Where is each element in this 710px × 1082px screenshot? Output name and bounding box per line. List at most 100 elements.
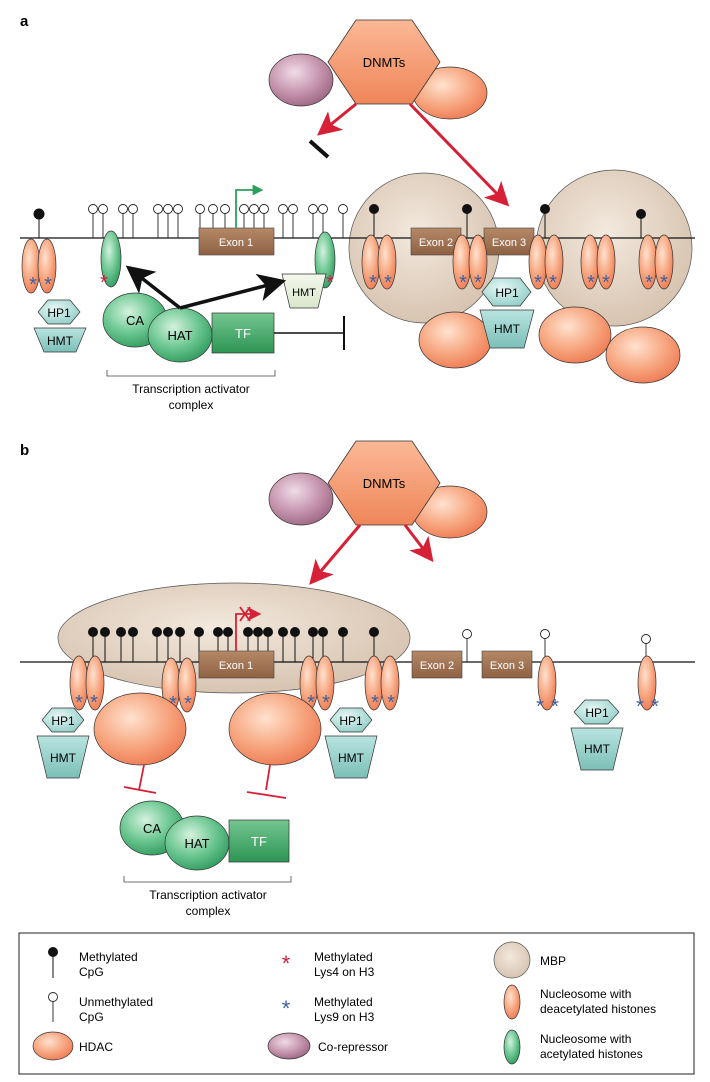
hmt-label-b-2: HMT — [338, 751, 365, 765]
svg-text:*: * — [307, 692, 315, 714]
hdac-a-3 — [605, 326, 681, 384]
hp1-label-b-2: HP1 — [339, 714, 363, 728]
exon1-label-a: Exon 1 — [219, 237, 253, 249]
complex-bracket-b — [123, 876, 292, 883]
legend-methylated-line1: Methylated — [79, 950, 138, 964]
hmt-pale-label-a: HMT — [292, 287, 316, 299]
svg-text:*: * — [90, 692, 98, 714]
svg-text:*: * — [549, 272, 557, 294]
hmt-pale-a: HMT — [281, 273, 327, 309]
legend-lys9: * Methylated Lys9 on H3 — [282, 995, 375, 1024]
lys9-asterisk-icon: * — [282, 996, 291, 1021]
transcription-start-arrow-a — [235, 184, 264, 228]
transcription-activator-complex-a: CA HAT TF — [102, 292, 275, 363]
svg-text:*: * — [645, 272, 653, 294]
hmt-label-a-2: HMT — [494, 322, 521, 336]
legend-nuc-ac-line2: acetylated histones — [540, 1047, 643, 1061]
legend-nuc-deacetylated: Nucleosome with deacetylated histones — [503, 984, 656, 1020]
hmt-label-a-1: HMT — [47, 334, 74, 348]
hdac-b-2 — [228, 692, 322, 766]
hp1-label-a-1: HP1 — [47, 306, 71, 320]
exon1-a: Exon 1 — [198, 227, 275, 256]
block-x-b — [239, 606, 251, 622]
svg-text:*: * — [322, 692, 330, 714]
hp1-hmt-b-3: HP1 HMT — [570, 699, 624, 771]
mbp-icon — [493, 941, 531, 979]
dnmt-complex-a: DNMTs — [268, 19, 488, 120]
exon2-a: Exon 2 — [410, 227, 462, 256]
legend-mbp-label: MBP — [540, 954, 566, 968]
legend-nuc-deac-line2: deacetylated histones — [540, 1002, 656, 1016]
nucleosome-deacetylated-a-2: * * — [361, 234, 397, 294]
dnmt-label-a: DNMTs — [363, 55, 406, 70]
panel-a: a DNMTs — [20, 13, 695, 412]
dnmt-arrow-left-a — [317, 102, 357, 136]
svg-text:*: * — [636, 696, 644, 718]
legend-box — [18, 932, 695, 1075]
dnmt-arrow-right-a — [408, 102, 510, 207]
svg-text:*: * — [551, 696, 559, 718]
corepressor-icon — [267, 1032, 311, 1060]
hat-label-a: HAT — [167, 328, 192, 343]
svg-text:*: * — [660, 272, 668, 294]
nucleosome-deacetylated-a-6: * * — [638, 234, 674, 294]
hmt-label-b-1: HMT — [50, 751, 77, 765]
hp1-hmt-a-1: HP1 HMT — [33, 299, 87, 353]
dnmt-arrow-left-b — [309, 524, 362, 585]
svg-text:*: * — [602, 272, 610, 294]
hp1-hmt-a-2: HP1 HMT — [479, 277, 535, 349]
legend-lys4-line2: Lys4 on H3 — [314, 965, 375, 979]
nucleosome-acetylated-a-1: * — [100, 230, 122, 294]
complex-label-b-line1: Transcription activator — [149, 888, 267, 902]
hat-arrow-left-a — [125, 265, 182, 310]
tf-a — [211, 312, 275, 354]
hp1-hmt-b-2: HP1 HMT — [324, 707, 378, 779]
hdac-a-2 — [538, 306, 612, 364]
nucleosome-deacetylated-b-2: * * — [161, 657, 197, 715]
svg-text:*: * — [29, 274, 37, 296]
ca-label-b: CA — [143, 821, 161, 836]
legend-methylated-cpg: Methylated CpG — [48, 947, 138, 979]
legend-lys4: * Methylated Lys4 on H3 — [282, 950, 375, 979]
hmt-label-b-3: HMT — [584, 742, 611, 756]
exon1-label-b: Exon 1 — [219, 660, 253, 672]
hp1-label-b-1: HP1 — [51, 714, 75, 728]
legend-mbp: MBP — [493, 941, 566, 979]
svg-text:*: * — [384, 272, 392, 294]
methylated-cpg-icon — [48, 947, 58, 957]
svg-text:*: * — [459, 272, 467, 294]
transcription-activator-complex-b: CA HAT TF — [119, 800, 290, 871]
nucleosome-deacetylated-b-3: * * — [299, 655, 335, 714]
legend-hdac: HDAC — [32, 1031, 113, 1061]
exon3-a: Exon 3 — [483, 227, 535, 256]
nucleosome-deacetylated-a-4: * * — [528, 234, 564, 294]
panel-a-label: a — [20, 13, 29, 30]
hdac-icon — [32, 1031, 74, 1061]
legend-nuc-acetylated: Nucleosome with acetylated histones — [503, 1029, 643, 1065]
unmethylated-cpg-group-b — [462, 629, 651, 662]
nucleosome-deacetylated-a-1: * * — [21, 238, 57, 296]
svg-text:*: * — [100, 272, 108, 294]
hat-label-b: HAT — [184, 836, 209, 851]
complex-label-a-line1: Transcription activator — [132, 382, 250, 396]
hp1-hmt-b-1: HP1 HMT — [36, 707, 90, 779]
nucleosome-deacetylated-b-1: * * — [69, 655, 105, 714]
dnmt-label-b: DNMTs — [363, 476, 406, 491]
svg-text:*: * — [75, 692, 83, 714]
hdac-inhibit-2-b — [246, 764, 287, 799]
complex-bracket-a — [106, 370, 276, 377]
hdac-a-1 — [418, 311, 492, 369]
corepressor-a — [268, 53, 334, 107]
tf-b — [228, 819, 290, 863]
methylated-cpg-group-a — [33, 204, 646, 238]
svg-text:*: * — [184, 693, 192, 715]
nucleosome-deacetylated-b-6: * * — [636, 655, 659, 718]
hat-arrow-right-a — [179, 273, 287, 310]
unmethylated-cpg-icon — [48, 992, 58, 1002]
legend-unmethylated-line2: CpG — [79, 1010, 104, 1024]
legend-unmethylated-line1: Unmethylated — [79, 995, 153, 1009]
exon3-b: Exon 3 — [481, 650, 533, 679]
hdac-b-1 — [93, 692, 187, 766]
hp1-label-a-2: HP1 — [495, 286, 519, 300]
svg-text:*: * — [387, 692, 395, 714]
